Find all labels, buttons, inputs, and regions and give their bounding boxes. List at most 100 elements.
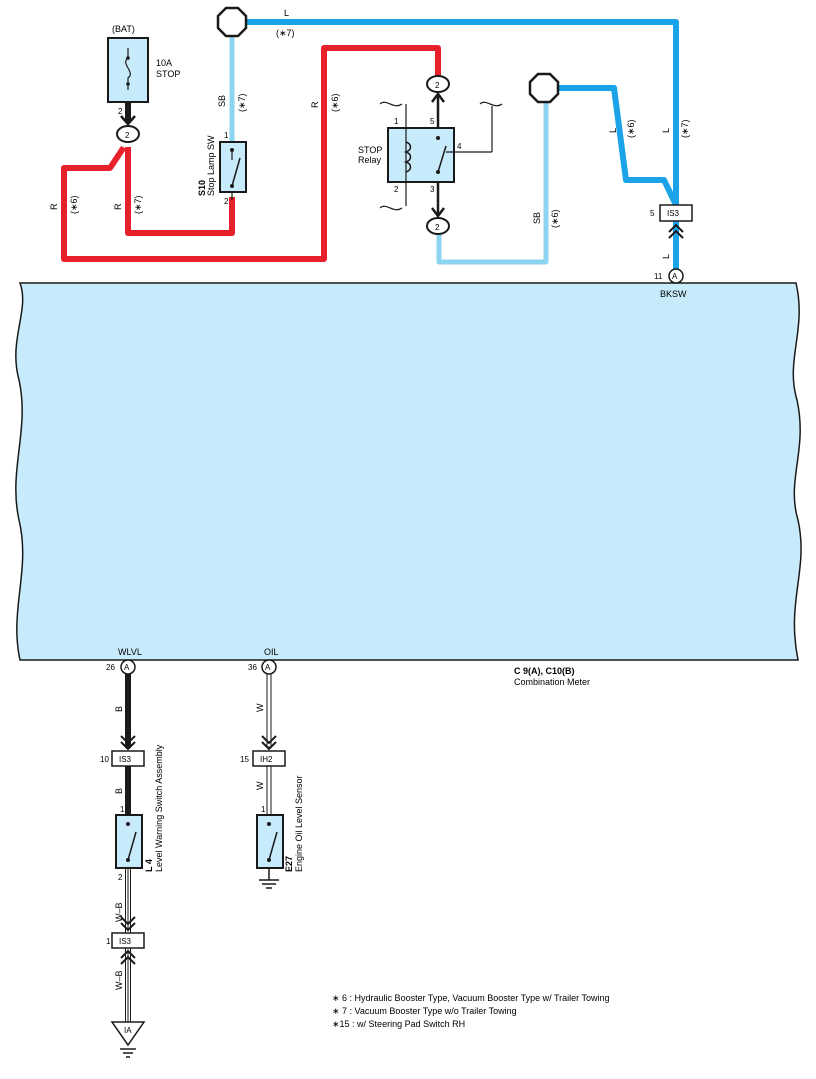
is3-top-connector: IS3 5 A 11 BKSW	[650, 204, 693, 299]
combination-meter-body	[15, 282, 802, 661]
wire-labels: L (∗7) SB (∗7) R (∗6) R (∗6) R (∗7) SB (…	[49, 8, 690, 990]
relay-pin4: 4	[457, 142, 462, 151]
stop-lamp-sw-pin1: 1	[224, 131, 229, 140]
wire-label-note6-left: (∗6)	[69, 195, 79, 214]
footnote-6: ∗ 6 : Hydraulic Booster Type, Vacuum Boo…	[332, 993, 610, 1003]
wire-label-note7-fuse: (∗7)	[133, 195, 143, 214]
wire-r-left	[61, 45, 441, 262]
fuse-10a-stop: (BAT) 10A STOP 2 2	[107, 24, 180, 143]
wire-label-w-top: W	[255, 703, 265, 712]
level-switch-name: Level Warning Switch Assembly	[154, 744, 164, 872]
bksw-label: BKSW	[660, 289, 687, 299]
is3-top-name: IS3	[667, 209, 680, 218]
relay-bottom-connector-pin: 2	[435, 223, 440, 232]
wlvl-label: WLVL	[118, 647, 142, 657]
junction-right-octagon	[528, 72, 560, 104]
wire-label-note7-l: (∗7)	[680, 119, 690, 138]
footnote-7: ∗ 7 : Vacuum Booster Type w/o Trailer To…	[332, 1006, 517, 1016]
oil-conn: A	[265, 663, 271, 672]
wires	[61, 19, 681, 1025]
is3-top-arrow-icon	[668, 223, 684, 239]
ih2-pin: 15	[240, 755, 249, 764]
relay-pin3: 3	[430, 185, 435, 194]
level-switch-contact-icon	[127, 831, 137, 861]
fuse-connector-pin: 2	[125, 131, 130, 140]
relay-name-line2: Relay	[358, 155, 382, 165]
switch-contact-icon	[231, 157, 241, 187]
wire-label-note6-relay: (∗6)	[330, 93, 340, 112]
is3-bottom-name: IS3	[119, 937, 132, 946]
oil-sensor-name: Engine Oil Level Sensor	[294, 775, 304, 872]
bksw-conn: A	[672, 272, 678, 281]
wire-label-sb-relay: SB	[532, 212, 542, 224]
wire-label-note6-l: (∗6)	[626, 119, 636, 138]
relay-pin5: 5	[430, 117, 435, 126]
relay-pin2: 2	[394, 185, 399, 194]
wire-label-wb-top: W–B	[114, 902, 124, 922]
wire-label-note7-switch: (∗7)	[237, 93, 247, 112]
meter-code: C 9(A), C10(B)	[514, 666, 575, 676]
fuse-name: STOP	[156, 69, 180, 79]
fuse-source-label: (BAT)	[112, 24, 135, 34]
relay-contact-icon	[437, 145, 447, 173]
stop-lamp-sw-code: S10	[197, 180, 207, 196]
oil-label: OIL	[264, 647, 279, 657]
wire-label-l-column: L	[661, 128, 671, 133]
wire-label-b-top: B	[114, 706, 124, 712]
stop-lamp-sw-name: Stop Lamp SW	[206, 135, 216, 196]
fuse-arrow-icon	[120, 115, 136, 126]
wire-label-r-left: R	[49, 203, 59, 210]
junction-top-octagon	[216, 6, 248, 38]
footnotes: ∗ 6 : Hydraulic Booster Type, Vacuum Boo…	[332, 993, 610, 1029]
wire-label-l-top: L	[284, 8, 289, 18]
fuse-pin: 2	[118, 107, 123, 116]
relay-break-icon-1	[379, 101, 503, 211]
relay-name-line1: STOP	[358, 145, 382, 155]
relay-coil-icon	[403, 141, 412, 173]
wire-l-top	[241, 19, 679, 208]
oil-arrow-icon	[261, 735, 277, 751]
wire-label-note7-top: (∗7)	[276, 28, 295, 38]
footnote-15: ∗15 : w/ Steering Pad Switch RH	[332, 1019, 465, 1029]
relay-top-connector-pin: 2	[435, 81, 440, 90]
wire-l-right	[553, 85, 681, 210]
oil-sensor-code: E27	[284, 856, 294, 872]
bksw-pin: 11	[654, 272, 663, 281]
is3-mid-name: IS3	[119, 755, 132, 764]
is3-bottom-arrow2-icon	[120, 949, 136, 965]
wire-label-b-mid: B	[114, 788, 124, 794]
wlvl-arrow-icon	[120, 735, 136, 751]
stop-relay: 2 1 2 5 3 4 STOP Relay 2	[358, 75, 503, 235]
is3-bottom-arrow-icon	[120, 916, 136, 932]
level-switch-pin2: 2	[118, 873, 123, 882]
wlvl-chain: A 26 IS3 10 1 2 L 4 Level Warning Switch…	[100, 659, 164, 1058]
oil-sensor-contact-icon	[268, 831, 278, 861]
oil-sensor-pin1: 1	[261, 805, 266, 814]
relay-bottom-arrow-icon	[431, 207, 445, 219]
relay-pin1: 1	[394, 117, 399, 126]
is3-top-pin: 5	[650, 209, 655, 218]
wire-label-r-relay: R	[310, 101, 320, 108]
fuse-rating: 10A	[156, 58, 172, 68]
wire-sb-relay	[436, 93, 549, 265]
stop-lamp-sw-pin2: 2	[224, 197, 229, 206]
ih2-name: IH2	[260, 755, 273, 764]
stop-lamp-switch: 1 2 S10 Stop Lamp SW	[197, 131, 247, 206]
wire-r-switch	[125, 147, 235, 236]
ground-name: IA	[124, 1026, 132, 1035]
level-switch-pin1: 1	[120, 805, 125, 814]
wire-label-sb-switch: SB	[217, 95, 227, 107]
wire-label-w-mid: W	[255, 781, 265, 790]
wire-label-wb-bottom: W–B	[114, 970, 124, 990]
oil-pin: 36	[248, 663, 257, 672]
is3-mid-pin: 10	[100, 755, 109, 764]
meter-labels: WLVL OIL C 9(A), C10(B) Combination Mete…	[118, 647, 590, 687]
oil-chain: A 36 IH2 15 1 E27 Engine Oil Level Senso…	[240, 659, 304, 889]
meter-name: Combination Meter	[514, 677, 590, 687]
ground-icon	[259, 879, 279, 889]
wire-label-r-fuse: R	[113, 203, 123, 210]
wlvl-conn: A	[124, 663, 130, 672]
ground-ia-icon	[110, 1021, 146, 1047]
wire-label-l-right: L	[608, 128, 618, 133]
